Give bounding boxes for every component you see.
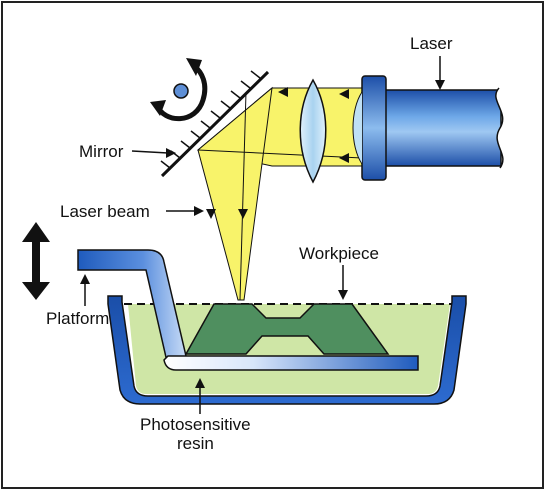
label-platform: Platform bbox=[46, 309, 109, 328]
vertical-motion-arrow-icon bbox=[22, 222, 50, 300]
beam-arrow-icon bbox=[206, 209, 216, 219]
beam-arrow-icon bbox=[339, 89, 349, 99]
label-resin-line1: Photosensitive bbox=[140, 415, 251, 434]
beam-arrow-icon bbox=[339, 153, 349, 163]
beam-center-line bbox=[197, 149, 363, 159]
laser-ring bbox=[361, 75, 387, 181]
leader-arrow-icon bbox=[194, 206, 204, 216]
laser-cut-line bbox=[495, 87, 504, 169]
leader-arrow-icon bbox=[166, 148, 176, 158]
leader-arrow-icon bbox=[338, 290, 348, 300]
build-platform bbox=[77, 249, 419, 371]
rotation-icon bbox=[150, 58, 208, 122]
laser-aperture bbox=[352, 91, 363, 165]
leader-arrow-icon bbox=[80, 274, 90, 284]
tank-wall bbox=[107, 295, 467, 405]
label-laser: Laser bbox=[410, 34, 453, 53]
label-workpiece: Workpiece bbox=[299, 244, 379, 263]
focused-beam bbox=[197, 86, 273, 301]
label-mirror: Mirror bbox=[79, 142, 124, 161]
workpiece bbox=[184, 303, 390, 355]
beam-arrow-icon bbox=[278, 87, 288, 97]
laser-cut-end bbox=[495, 88, 515, 168]
platform-plate bbox=[163, 355, 419, 371]
mirror-surface bbox=[160, 70, 270, 178]
mirror-hatching bbox=[160, 70, 261, 169]
label-resin-line2: resin bbox=[177, 434, 214, 453]
focusing-lens bbox=[299, 78, 327, 184]
leader-mirror bbox=[131, 150, 169, 154]
label-laser-beam: Laser beam bbox=[60, 202, 150, 221]
beam-center-line-down bbox=[239, 91, 247, 301]
mirror bbox=[160, 70, 270, 178]
leader-arrow-icon bbox=[195, 378, 205, 388]
platform-arm bbox=[77, 249, 187, 368]
laser-unit bbox=[352, 75, 515, 181]
leader-arrow-icon bbox=[435, 80, 445, 90]
beam-arrow-icon bbox=[238, 209, 248, 219]
laser-body bbox=[384, 89, 502, 167]
